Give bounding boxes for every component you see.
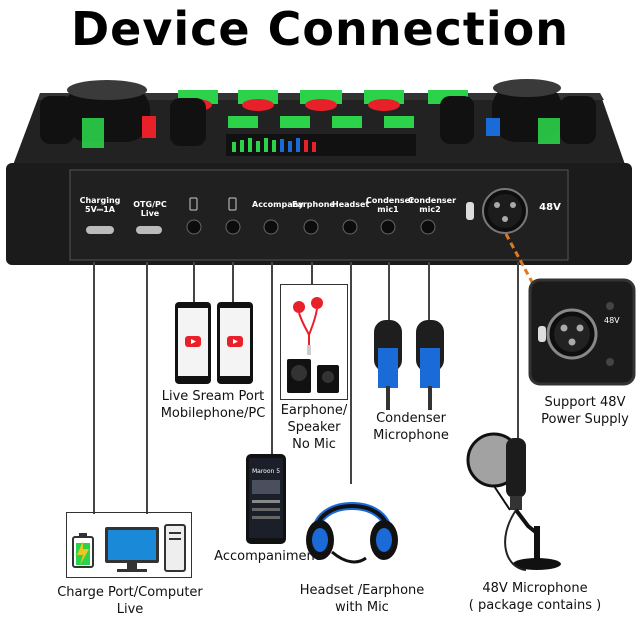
line-otg (146, 262, 148, 514)
charging-port (86, 226, 114, 234)
computer-box (66, 512, 192, 578)
mic-48v (466, 430, 576, 580)
line-48v-mic (517, 262, 519, 440)
line-accompany (271, 262, 273, 454)
led-green-left (82, 118, 104, 148)
knob-left-big (64, 80, 150, 142)
led-blue-right (486, 118, 500, 136)
line-earphone (311, 262, 313, 284)
accompaniment-phone: Maroon 5 (246, 454, 286, 544)
caption-charge: Charge Port/Computer Live (57, 585, 203, 617)
line-headset (350, 262, 352, 484)
line-condenser1 (388, 262, 390, 320)
page-title: Device Connection (70, 2, 570, 56)
line-phone2 (232, 262, 234, 302)
label-accompany: Accompany (252, 200, 304, 209)
tower-icon (164, 524, 186, 572)
line-charge (93, 262, 95, 514)
xlr-inset: 48V (528, 278, 636, 386)
xlr-port (466, 188, 528, 234)
line-condenser2 (428, 262, 430, 320)
level-meter (226, 134, 416, 156)
label-48v: 48V (539, 202, 561, 213)
pad-row-bottom (228, 116, 414, 128)
earphone-speaker-box (280, 284, 348, 400)
caption-condenser: Condenser Microphone (373, 411, 449, 443)
led-red-left (142, 116, 156, 138)
inset-48v-label: 48V (604, 316, 620, 325)
label-charging: Charging 5V⎓1A (79, 196, 121, 214)
caption-mic48: 48V Microphone ( package contains ) (468, 581, 602, 613)
sound-card (0, 78, 640, 268)
condenser-mics (368, 318, 452, 414)
monitor-icon (105, 527, 159, 572)
phone-song-title: Maroon 5 (251, 468, 281, 475)
label-earphone: Earphone (292, 200, 335, 209)
label-otg: OTG/PC Live (133, 200, 167, 218)
label-condenser2: Condenser mic2 (408, 196, 457, 214)
otg-port (136, 226, 162, 234)
mobile-phones (175, 302, 255, 386)
caption-live-stream: Live Sream Port Mobilephone/PC (160, 389, 266, 421)
line-phone1 (193, 262, 195, 302)
label-condenser1: Condenser mic1 (366, 196, 415, 214)
battery-icon (72, 533, 94, 568)
caption-headset: Headset /Earphone with Mic (299, 583, 425, 615)
caption-accompaniment: Accompaniment (214, 549, 320, 564)
headset (302, 478, 402, 568)
caption-earphone: Earphone/ Speaker No Mic (280, 403, 348, 452)
label-headset: Headset (332, 200, 370, 209)
led-green-right (538, 118, 560, 144)
caption-support48: Support 48V Power Supply (541, 395, 629, 427)
